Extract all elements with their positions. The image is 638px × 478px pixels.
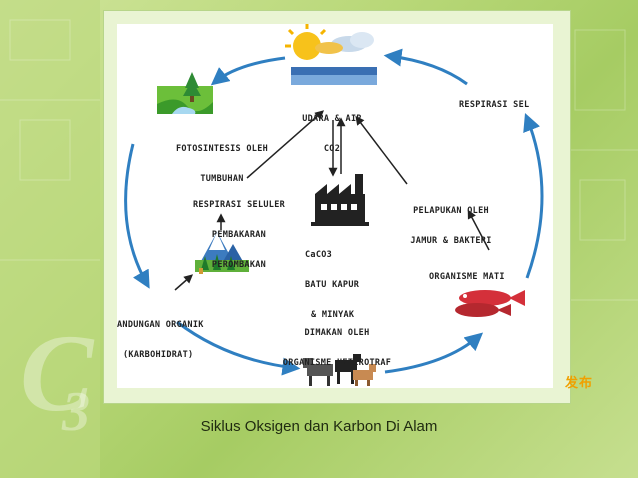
arrow-dead-to-respiration [527, 118, 542, 278]
label-heterotroph-line2: ORGANISME HETEROTRAF [257, 358, 417, 368]
label-decay-line2: JAMUR & BAKTERI [391, 236, 511, 246]
slide-caption: Siklus Oksigen dan Karbon Di Alam [0, 418, 638, 435]
label-air-line1: UDARA & AIR [287, 114, 377, 124]
label-limestone-line1: CaCO3 [305, 250, 385, 260]
watermark-text: 发布 [565, 372, 593, 391]
label-limestone-line2: BATU KAPUR [305, 280, 385, 290]
label-air: UDARA & AIR CO2 [287, 94, 377, 174]
label-air-line2: CO2 [287, 144, 377, 154]
arrow-photosynthesis-to-organic [126, 144, 147, 284]
label-organic-compounds-line2: (KARBOHIDRAT) [117, 350, 237, 360]
label-dead-organisms: ORGANISME MATI [429, 272, 505, 282]
label-respiration-combustion-line2: PEMBAKARAN [171, 230, 307, 240]
carbon-cycle-diagram: UDARA & AIR CO2 FOTOSINTESIS OLEH TUMBUH… [117, 24, 553, 388]
label-decay-line1: PELAPUKAN OLEH [391, 206, 511, 216]
factory-icon [311, 174, 369, 226]
label-organic-compounds-line1: ANDUNGAN ORGANIK [117, 320, 237, 330]
tree-landscape-icon [157, 72, 213, 114]
sun-icon [285, 24, 329, 60]
fish-icon [455, 290, 525, 317]
label-respiration-combustion: RESPIRASI SELULER PEMBAKARAN PEROMBAKAN [171, 180, 307, 290]
arrow-respiration-to-air [389, 56, 467, 84]
label-organic-compounds: ANDUNGAN ORGANIK (KARBOHIDRAT) [117, 300, 237, 380]
label-respiration-combustion-line3: PEROMBAKAN [171, 260, 307, 270]
arrow-air-to-photosynthesis [215, 58, 285, 82]
sky-water-band-icon [291, 67, 377, 85]
label-respiration-combustion-line1: RESPIRASI SELULER [171, 200, 307, 210]
label-heterotroph: DIMAKAN OLEH ORGANISME HETEROTRAF [257, 308, 417, 388]
label-respiration-right: RESPIRASI SEL [459, 100, 529, 110]
label-decay: PELAPUKAN OLEH JAMUR & BAKTERI [391, 186, 511, 266]
label-heterotroph-line1: DIMAKAN OLEH [257, 328, 417, 338]
cloud-icon [315, 32, 374, 54]
label-photosynthesis-line1: FOTOSINTESIS OLEH [157, 144, 287, 154]
